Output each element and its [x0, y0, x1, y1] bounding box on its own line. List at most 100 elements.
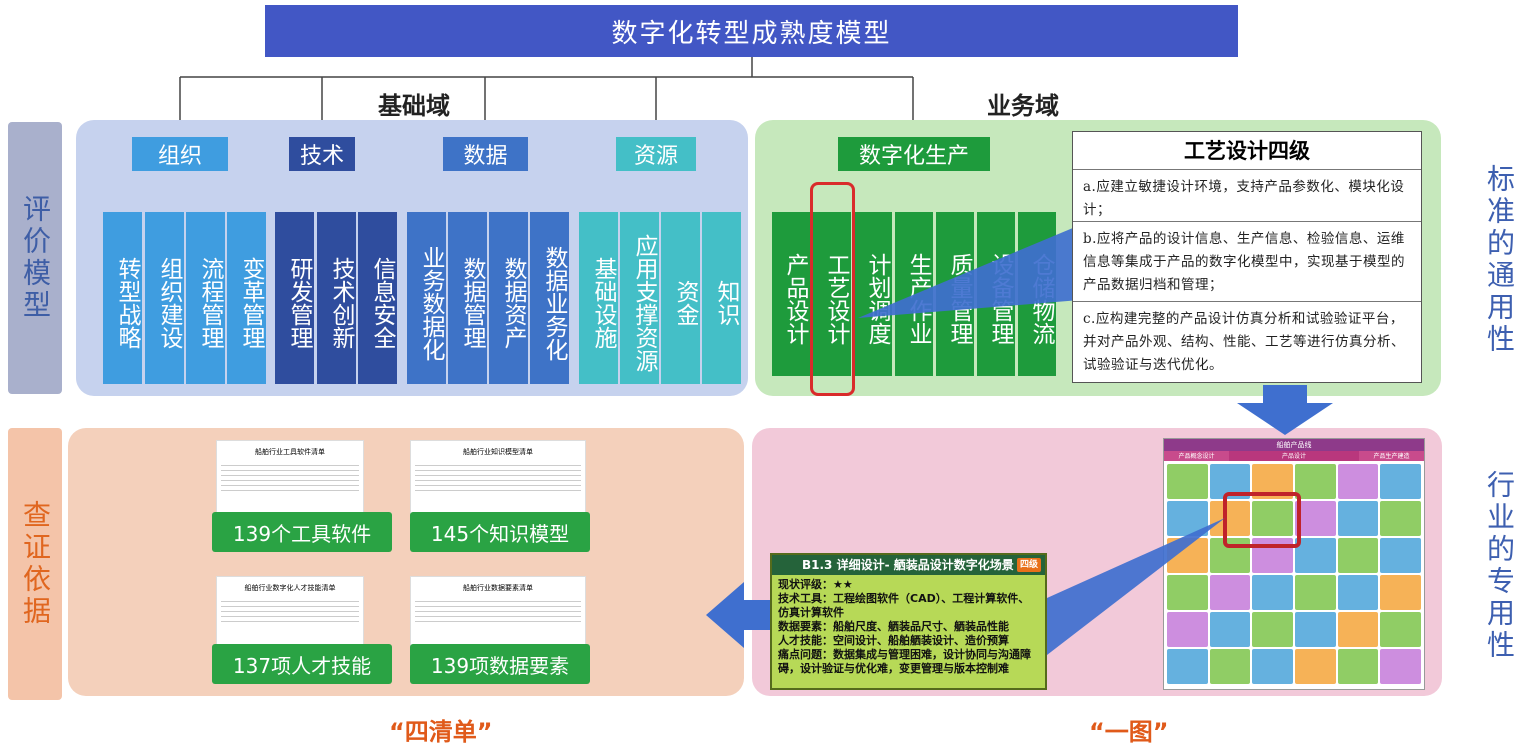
list-tools-button[interactable]: 139个工具软件 [212, 512, 392, 552]
list-doc-talent: 船舶行业数字化人才技能清单 [216, 576, 364, 656]
map-cell [1209, 538, 1251, 573]
map-cell [1380, 612, 1421, 647]
map-cell [1337, 612, 1379, 647]
map-cell [1380, 501, 1421, 536]
category-res: 资源 [616, 137, 696, 171]
leaf-res-4: 知识 [702, 212, 741, 384]
highlight-process-design [810, 182, 855, 396]
category-digital-production: 数字化生产 [838, 137, 990, 171]
map-cell [1337, 538, 1379, 573]
leaf-org-1: 转型战略 [103, 212, 142, 384]
map-title: 船舶产品线 [1164, 439, 1424, 451]
list-doc-knowledge: 船舶行业知识模型清单 [410, 440, 586, 526]
map-cell [1295, 575, 1336, 610]
scene-card: B1.3 详细设计- 舾装品设计数字化场景 四级 现状评级：★★ 技术工具：工程… [770, 553, 1047, 690]
category-data: 数据 [443, 137, 528, 171]
list-doc-title: 船舶行业数字化人才技能清单 [244, 584, 336, 592]
list-doc-title: 船舶行业数据要素清单 [463, 584, 533, 592]
leaf-data-4: 数据业务化 [530, 212, 569, 384]
leaf-org-2: 组织建设 [145, 212, 184, 384]
leaf-biz-2: 工艺设计 [813, 212, 851, 376]
scene-title: B1.3 详细设计- 舾装品设计数字化场景 [802, 558, 1014, 572]
scene-badge: 四级 [1016, 558, 1041, 572]
map-cell [1295, 649, 1336, 684]
leaf-res-1: 基础设施 [579, 212, 618, 384]
caption-four-lists: “四清单” [389, 718, 493, 746]
side-label-industry: 行业的专用性 [1483, 470, 1516, 662]
list-doc-title: 船舶行业知识模型清单 [463, 448, 533, 456]
map-cell [1380, 464, 1421, 499]
leaf-biz-3: 计划调度 [854, 212, 892, 376]
map-cell [1209, 575, 1251, 610]
model-title: 数字化转型成熟度模型 [265, 5, 1238, 57]
leaf-org-4: 变革管理 [227, 212, 266, 384]
map-cell [1252, 612, 1293, 647]
side-label-evidence: 查证依据 [8, 428, 62, 700]
map-cell [1167, 575, 1208, 610]
map-cell [1337, 501, 1379, 536]
map-stage-1: 产品概念设计 [1164, 451, 1229, 461]
map-cell [1295, 612, 1336, 647]
level-box: 工艺设计四级 a.应建立敏捷设计环境，支持产品参数化、模块化设计； b.应将产品… [1072, 131, 1422, 383]
map-cell [1167, 649, 1208, 684]
scene-line-1: 现状评级：★★ [778, 578, 853, 591]
list-doc-title: 船舶行业工具软件清单 [255, 448, 325, 456]
level-box-title: 工艺设计四级 [1073, 132, 1421, 170]
leaf-data-2: 数据管理 [448, 212, 487, 384]
leaf-org-3: 流程管理 [186, 212, 225, 384]
scene-line-3: 数据要素：船舶尺度、舾装品尺寸、舾装品性能 [778, 620, 1009, 633]
leaf-res-3: 资金 [661, 212, 700, 384]
map-cell [1337, 464, 1379, 499]
leaf-tech-2: 技术创新 [317, 212, 356, 384]
list-doc-tools: 船舶行业工具软件清单 [216, 440, 364, 526]
map-stage-3: 产品生产建造 [1359, 451, 1424, 461]
left-arrow-icon [706, 582, 770, 648]
map-cell [1252, 501, 1293, 536]
leaf-tech-1: 研发管理 [275, 212, 314, 384]
list-doc-data: 船舶行业数据要素清单 [410, 576, 586, 656]
down-arrow-icon [1237, 385, 1333, 435]
scene-line-2: 技术工具：工程绘图软件（CAD）、工程计算软件、仿真计算软件 [778, 592, 1030, 619]
list-knowledge-button[interactable]: 145个知识模型 [410, 512, 590, 552]
side-label-generality: 标准的通用性 [1483, 164, 1516, 356]
scene-line-4: 人才技能：空间设计、船舶舾装设计、造价预算 [778, 634, 1009, 647]
level-item-c: c.应构建完整的产品设计仿真分析和试验验证平台，并对产品外观、结构、性能、工艺等… [1083, 311, 1405, 373]
map-cell [1295, 501, 1336, 536]
lists-panel [68, 428, 744, 696]
leaf-data-3: 数据资产 [489, 212, 528, 384]
list-data-button[interactable]: 139项数据要素 [410, 644, 590, 684]
map-cell [1337, 575, 1379, 610]
map-cell [1209, 612, 1251, 647]
leaf-data-1: 业务数据化 [407, 212, 446, 384]
level-item-b: b.应将产品的设计信息、生产信息、检验信息、运维信息等集成于产品的数字化模型中，… [1073, 222, 1421, 302]
map-cell [1167, 612, 1208, 647]
map-cell [1380, 538, 1421, 573]
side-label-model: 评价模型 [8, 122, 62, 394]
map-cell [1295, 538, 1336, 573]
category-tech: 技术 [289, 137, 355, 171]
scene-header: B1.3 详细设计- 舾装品设计数字化场景 四级 [772, 555, 1045, 575]
map-cell [1209, 649, 1251, 684]
map-cell [1337, 649, 1379, 684]
list-talent-button[interactable]: 137项人才技能 [212, 644, 392, 684]
map-cell [1167, 464, 1208, 499]
map-cell [1252, 575, 1293, 610]
leaf-tech-3: 信息安全 [358, 212, 397, 384]
map-cell [1252, 538, 1293, 573]
map-cell [1380, 575, 1421, 610]
map-highlight [1223, 492, 1301, 548]
map-cell [1380, 649, 1421, 684]
basic-domain-label: 基础域 [378, 92, 450, 120]
leaf-res-2: 应用支撑资源 [620, 212, 659, 384]
leaf-biz-1: 产品设计 [772, 212, 810, 376]
business-domain-label: 业务域 [987, 92, 1059, 120]
map-grid [1164, 461, 1424, 687]
map-cell [1252, 649, 1293, 684]
scene-line-5: 痛点问题：数据集成与管理困难，设计协同与沟通障碍，设计验证与优化难，变更管理与版… [778, 648, 1031, 675]
category-org: 组织 [132, 137, 228, 171]
level-item-a: a.应建立敏捷设计环境，支持产品参数化、模块化设计； [1073, 170, 1421, 222]
map-stage-2: 产品设计 [1229, 451, 1359, 461]
map-cell [1295, 464, 1336, 499]
